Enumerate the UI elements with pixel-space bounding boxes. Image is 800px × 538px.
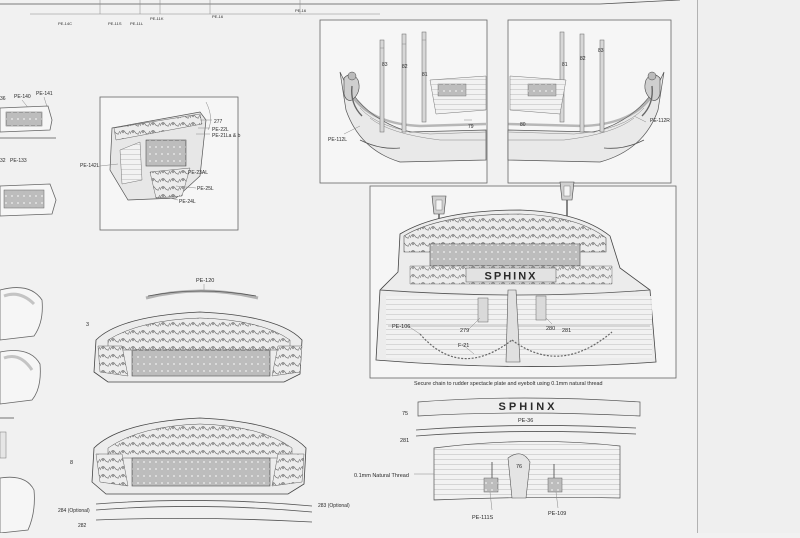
label-pe109: PE-109	[548, 511, 566, 517]
label-80: 80	[520, 122, 526, 128]
label-pe106: PE-106	[392, 324, 410, 330]
label-thread: 0.1mm Natural Thread	[354, 473, 409, 479]
label-82-left: 82	[402, 64, 408, 70]
label-pe133: PE-133	[10, 158, 27, 164]
label-36: 36	[0, 96, 6, 102]
label-pe111s: PE-111S	[472, 515, 494, 521]
label-pe16: PE-16	[212, 14, 224, 19]
label-pe24l: PE-24L	[179, 199, 196, 205]
quarter-gallery-detail: 277 PE-22L PE-21La & b PE-142L PE-23AL P…	[80, 96, 241, 231]
label-pe21l: PE-21La & b	[212, 133, 241, 139]
lantern-right-icon	[559, 181, 575, 218]
label-pe140: PE-140	[14, 94, 31, 100]
label-81-left: 81	[422, 72, 428, 78]
rudder-detail: 0.1mm Natural Thread 76 PE-111S PE-109	[354, 441, 621, 521]
stern-mid-detail: PE-120 3	[86, 278, 303, 383]
label-83-right: 83	[598, 48, 604, 54]
stern-main-detail: SPHINX PE-106 279 280 281 F-21	[369, 181, 677, 379]
label-284: 284 (Optional)	[58, 508, 90, 514]
label-f21: F-21	[458, 343, 469, 349]
bow-left-detail: 83 82 81 79 PE-112L	[319, 19, 488, 184]
label-pe25l: PE-25L	[197, 186, 214, 192]
label-pe112l: PE-112L	[328, 137, 347, 143]
label-pe11s: PE-11S	[108, 21, 122, 26]
name-board-text: SPHINX	[499, 401, 558, 413]
left-edge-section: 36 PE-140 PE-141 32 PE-133	[0, 91, 57, 534]
label-pe22l: PE-22L	[212, 127, 229, 133]
label-pe14c: PE-14C	[58, 21, 72, 26]
label-pe11l: PE-11L	[130, 21, 144, 26]
label-279: 279	[460, 328, 469, 334]
top-strip: PE-14C PE-11S PE-11L PE-11K PE-16 PE-16	[0, 0, 681, 26]
label-79: 79	[468, 124, 474, 130]
name-board-detail: SPHINX 75 PE-36 281	[400, 397, 641, 444]
label-277: 277	[214, 119, 223, 125]
label-283: 283 (Optional)	[318, 503, 350, 509]
chain-caption: Secure chain to rudder spectacle plate a…	[414, 381, 603, 387]
label-281-board: 281	[400, 438, 409, 444]
svg-text:PE-16: PE-16	[295, 8, 307, 13]
label-82-right: 82	[580, 56, 586, 62]
label-pe120: PE-120	[196, 278, 214, 284]
label-83-left: 83	[382, 62, 388, 68]
label-pe142l: PE-142L	[80, 163, 100, 169]
label-3: 3	[86, 322, 89, 328]
bow-right-detail: 81 82 83 80 PE-112R	[507, 19, 672, 184]
label-32: 32	[0, 158, 6, 164]
label-75: 75	[402, 411, 408, 417]
label-282: 282	[78, 523, 87, 529]
label-76: 76	[516, 464, 522, 470]
stern-low-detail: 8 284 (Optional) 283 (Optional) 282	[58, 417, 350, 529]
label-pe112r: PE-112R	[650, 118, 670, 124]
stern-name-plate: SPHINX	[485, 271, 538, 283]
label-281-stern: 281	[562, 328, 571, 334]
label-pe11k: PE-11K	[150, 16, 164, 21]
label-pe23al: PE-23AL	[188, 170, 208, 176]
label-pe141: PE-141	[36, 91, 53, 97]
label-8: 8	[70, 460, 73, 466]
label-280: 280	[546, 326, 555, 332]
label-pe36: PE-36	[518, 418, 533, 424]
label-81-right: 81	[562, 62, 568, 68]
